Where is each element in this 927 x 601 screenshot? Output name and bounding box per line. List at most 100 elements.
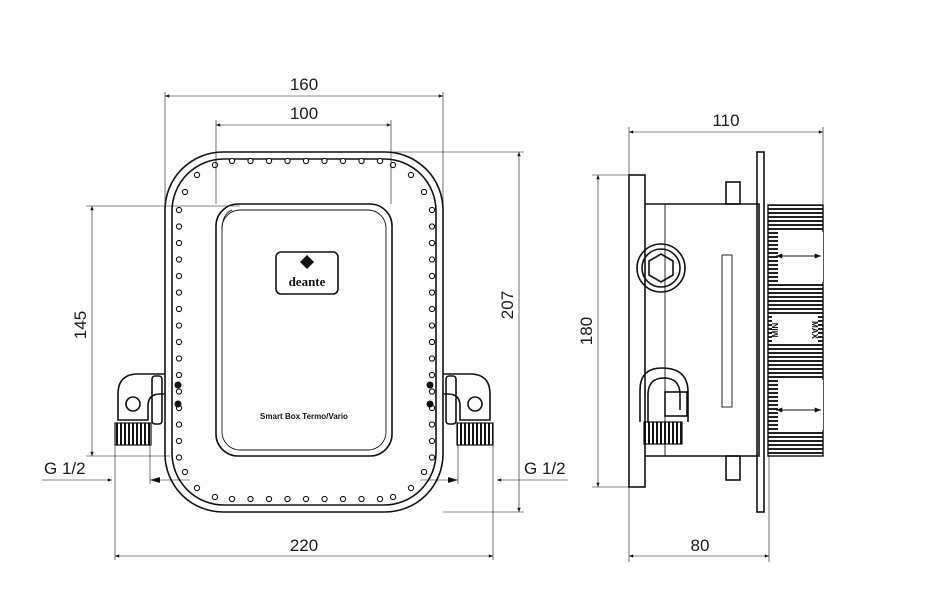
mounting-hole xyxy=(428,206,436,214)
brand-logo: deante xyxy=(275,251,339,295)
brand-logo-text: deante xyxy=(289,274,326,289)
dim-80-label: 80 xyxy=(691,536,710,555)
mounting-hole xyxy=(175,256,183,263)
dim-160: 160 xyxy=(164,75,444,220)
mounting-hole xyxy=(428,223,436,230)
mounting-hole xyxy=(428,256,436,263)
mounting-hole xyxy=(265,495,273,503)
dim-160-label: 160 xyxy=(290,75,318,94)
dim-145-label: 145 xyxy=(71,311,90,339)
mounting-hole xyxy=(175,388,183,395)
mounting-hole xyxy=(211,493,219,501)
mounting-hole xyxy=(428,437,436,445)
mounting-hole xyxy=(265,157,273,165)
dim-145: 145 xyxy=(71,205,240,457)
mounting-hole xyxy=(175,338,183,346)
cover-plate-outer xyxy=(215,203,393,457)
mounting-hole xyxy=(428,421,436,428)
mounting-hole xyxy=(428,338,436,346)
mounting-hole xyxy=(428,355,436,362)
dim-180-label: 180 xyxy=(577,317,596,345)
side-view: MIN MAX 110 180 xyxy=(577,111,824,562)
mounting-hole xyxy=(247,157,254,165)
mounting-hole xyxy=(284,157,291,165)
mounting-hole xyxy=(376,157,384,165)
mounting-hole xyxy=(175,322,183,329)
mounting-hole xyxy=(339,495,347,503)
thread-left-label: G 1/2 xyxy=(44,459,86,478)
thread-callout-left: G 1/2 xyxy=(42,445,190,560)
mounting-hole xyxy=(376,495,384,503)
dim-207: 207 xyxy=(392,151,524,513)
front-frame-inner xyxy=(171,158,437,506)
product-name-label: Smart Box Termo/Vario xyxy=(260,412,348,421)
min-mark: MIN xyxy=(771,322,780,337)
mounting-hole xyxy=(175,454,183,461)
mounting-hole xyxy=(321,495,328,503)
mounting-hole xyxy=(358,157,365,165)
side-upper-nut xyxy=(636,243,686,293)
dim-100-label: 100 xyxy=(290,104,318,123)
mounting-hole xyxy=(175,437,183,445)
mounting-hole xyxy=(175,223,183,230)
mounting-hole xyxy=(175,272,183,280)
mounting-holes xyxy=(175,157,436,503)
mounting-hole xyxy=(389,493,397,501)
mounting-hole xyxy=(420,468,428,476)
front-view: deante Smart Box Termo/Vario 160 xyxy=(42,75,568,560)
cover-plate-inner xyxy=(221,209,387,451)
mounting-hole xyxy=(181,468,189,476)
dim-100: 100 xyxy=(215,104,392,204)
side-lower-thread xyxy=(643,421,683,445)
side-lower-fitting xyxy=(639,367,689,445)
mounting-hole xyxy=(228,495,236,503)
front-frame-outer xyxy=(164,151,444,513)
thread-callout-right: G 1/2 xyxy=(420,445,568,560)
mounting-hole xyxy=(389,161,397,169)
mounting-hole xyxy=(193,171,201,179)
mounting-hole xyxy=(228,157,236,165)
mounting-hole xyxy=(321,157,328,165)
mounting-hole xyxy=(302,495,310,503)
mounting-hole xyxy=(420,188,428,196)
dim-220: 220 xyxy=(115,536,493,558)
mounting-hole xyxy=(247,495,254,503)
mounting-hole xyxy=(358,495,365,503)
mounting-hole xyxy=(339,157,347,165)
mounting-hole xyxy=(302,157,310,165)
mounting-hole xyxy=(428,239,436,247)
right-thread xyxy=(456,422,494,446)
left-connector xyxy=(114,373,182,446)
dim-220-label: 220 xyxy=(290,536,318,555)
dim-110: 110 xyxy=(628,111,824,205)
right-connector xyxy=(426,373,494,446)
dim-80: 80 xyxy=(628,456,770,562)
mounting-hole xyxy=(175,305,183,313)
thread-right-label: G 1/2 xyxy=(524,459,566,478)
dim-207-label: 207 xyxy=(498,291,517,319)
dim-180: 180 xyxy=(577,174,629,488)
mounting-hole xyxy=(175,289,183,296)
mounting-hole xyxy=(175,355,183,362)
mounting-hole xyxy=(407,171,415,179)
mounting-hole xyxy=(407,484,415,492)
mounting-hole xyxy=(428,371,436,379)
mounting-hole xyxy=(428,454,436,461)
side-frame-plate xyxy=(628,174,646,488)
mounting-hole xyxy=(428,305,436,313)
max-mark: MAX xyxy=(810,321,819,339)
mounting-hole xyxy=(193,484,201,492)
mounting-hole xyxy=(428,289,436,296)
dim-110-label: 110 xyxy=(712,111,739,130)
mounting-hole xyxy=(175,421,183,428)
mounting-hole xyxy=(428,322,436,329)
left-thread xyxy=(114,422,152,446)
side-body xyxy=(645,203,760,457)
side-wall-plate xyxy=(756,151,765,513)
mounting-hole xyxy=(211,161,219,169)
mounting-hole xyxy=(428,388,436,395)
mounting-hole xyxy=(175,239,183,247)
mounting-hole xyxy=(175,371,183,379)
